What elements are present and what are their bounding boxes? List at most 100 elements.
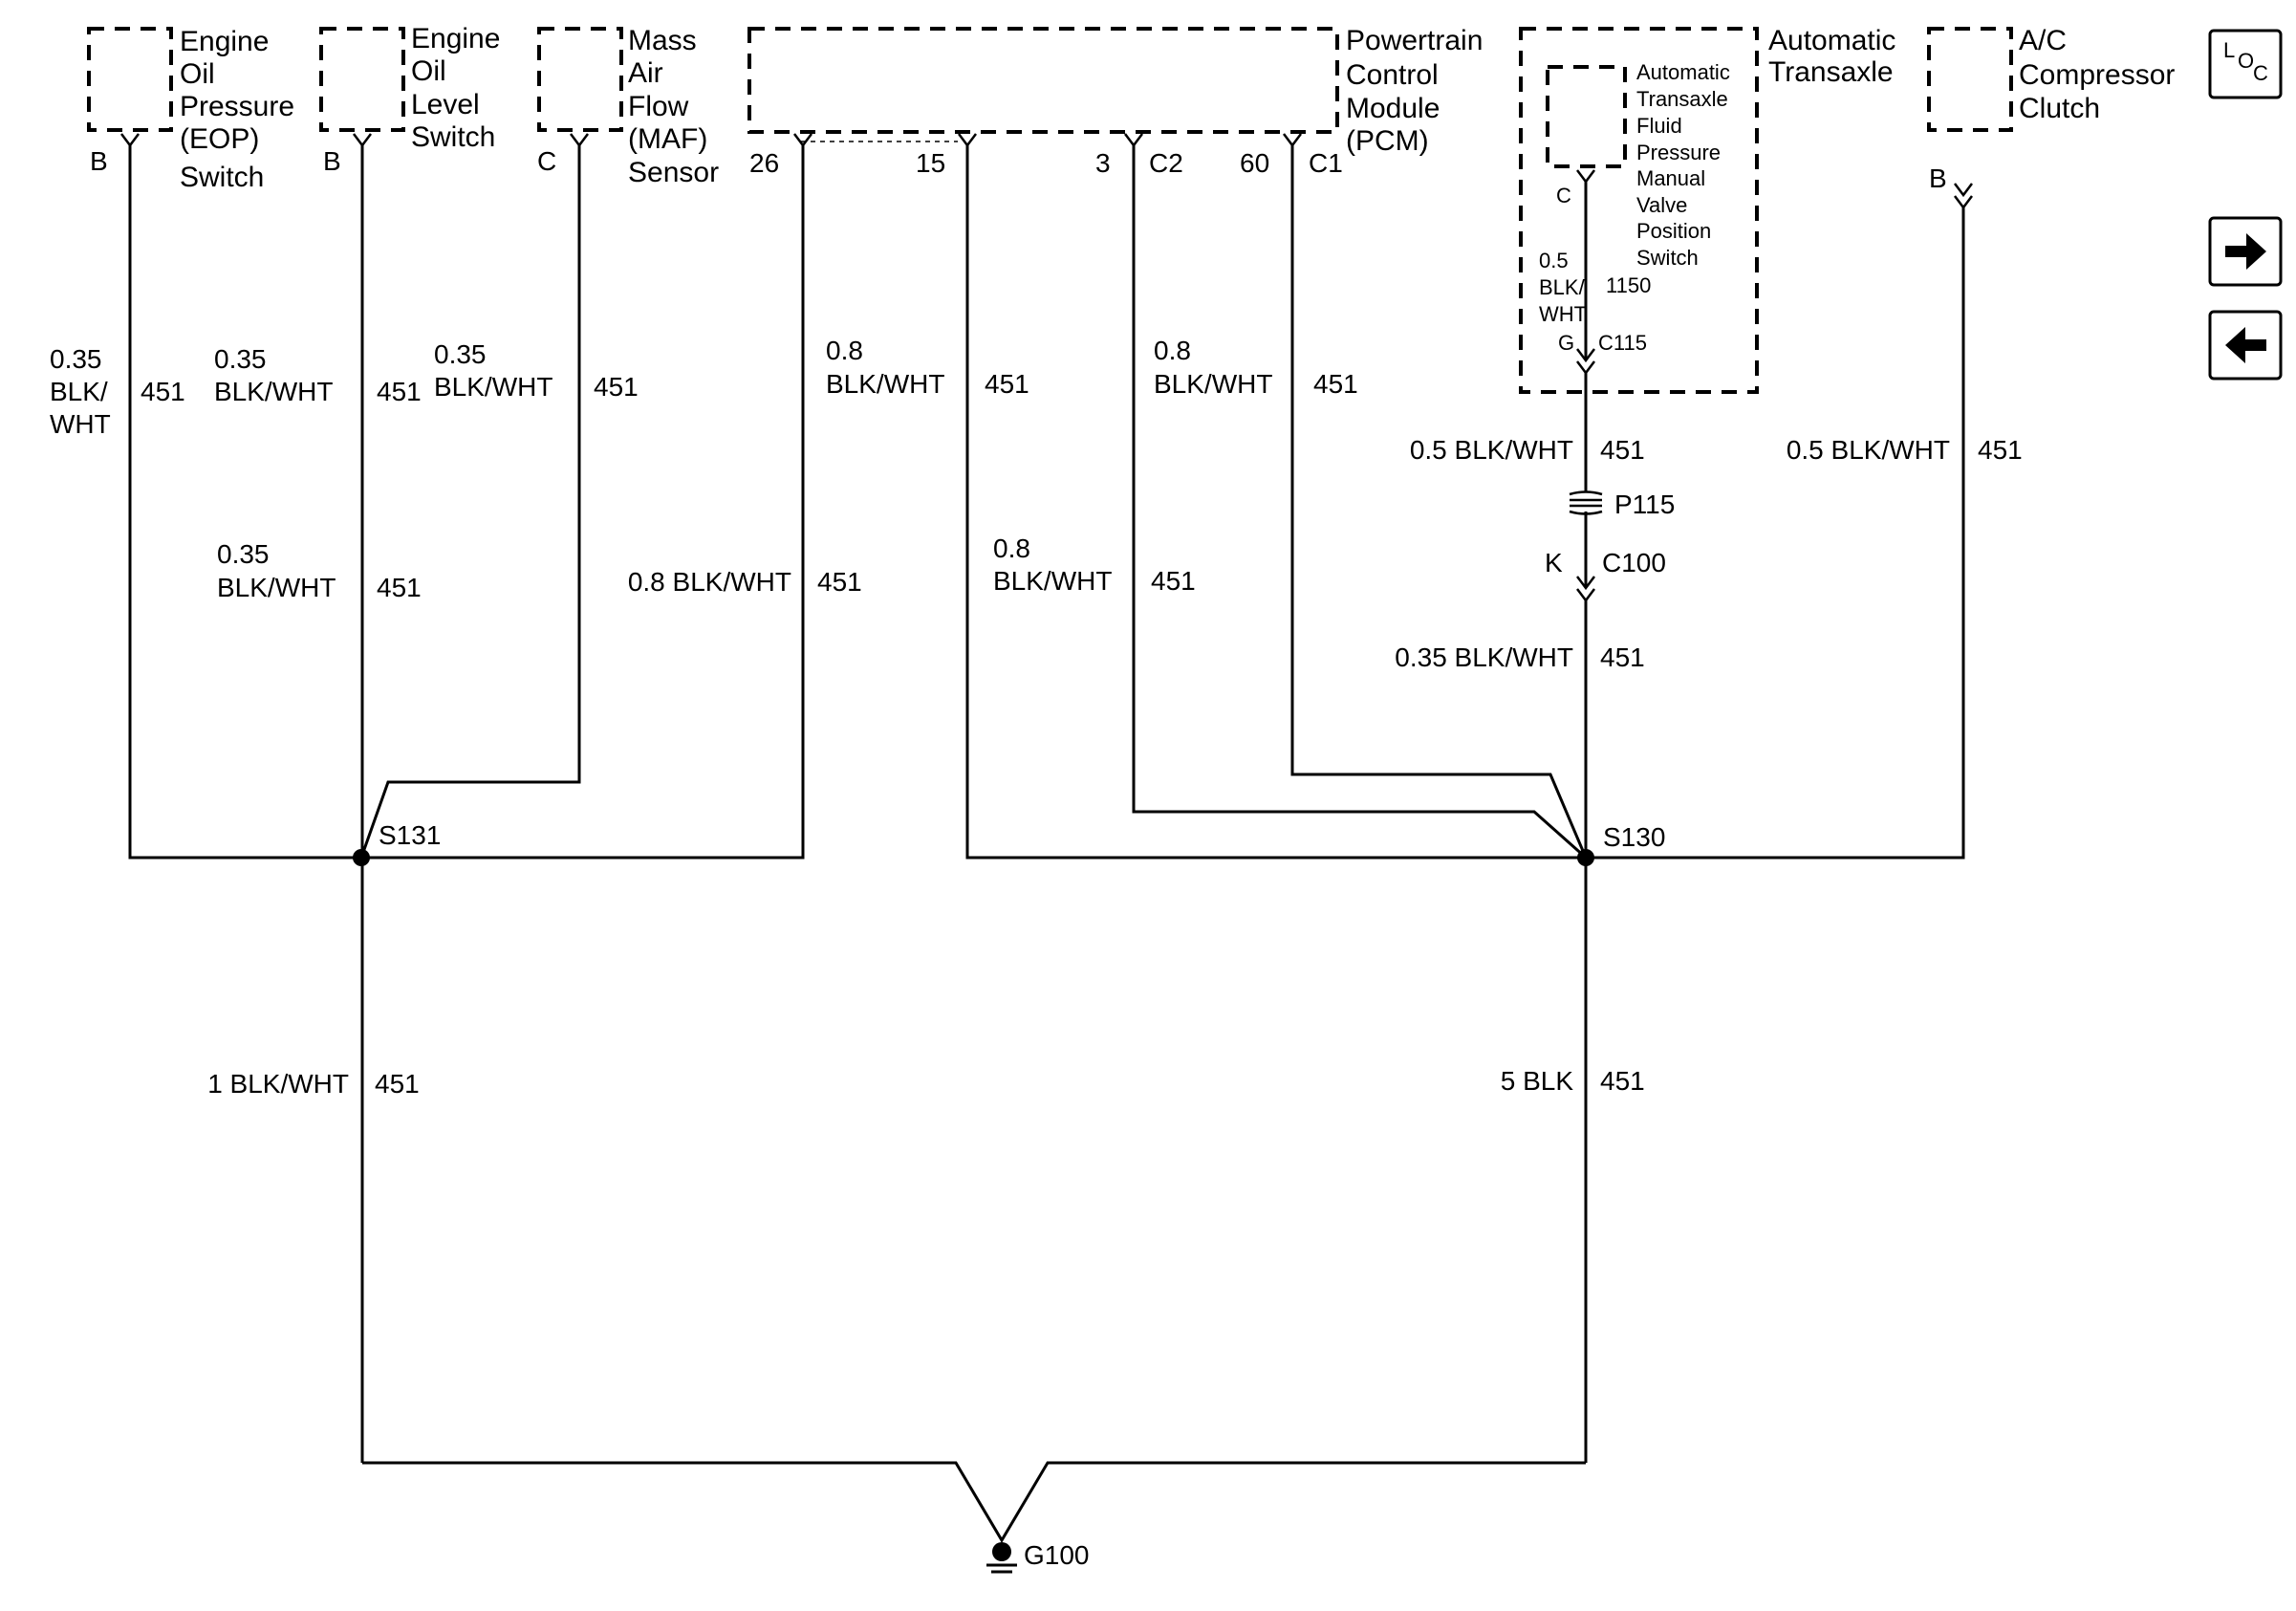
- eol-switch-box: [319, 27, 405, 132]
- wire-gauge-line: BLK/WHT: [1154, 369, 1272, 399]
- wire-gauge-line: WHT: [1539, 302, 1587, 326]
- c100-pin-label: K: [1545, 548, 1563, 577]
- ac-label-line: Clutch: [2019, 93, 2100, 124]
- pcm-label-line: Module: [1346, 93, 1440, 124]
- location-o-text: O: [2238, 49, 2254, 73]
- eop-wire-gauge: 0.35 BLK/ WHT: [50, 344, 115, 439]
- p115-inline-connector: P115: [1569, 490, 1675, 519]
- arrow-left-icon: [2225, 327, 2266, 363]
- pcm26-connector-symbol: [793, 133, 812, 148]
- at-output-wire-circuit: 451: [1600, 435, 1645, 465]
- eop-label-line: Switch: [180, 162, 264, 193]
- eop-pin-label: B: [90, 146, 108, 176]
- ac-clutch-wire: [1586, 207, 1965, 860]
- wire-gauge-line: 0.5: [1539, 249, 1569, 272]
- wire-gauge-line: WHT: [50, 409, 111, 439]
- c100-wire-circuit: 451: [1600, 642, 1645, 672]
- c100-connector-symbol: [1576, 588, 1595, 603]
- atfp-inner-wire-circuit: 1150: [1606, 273, 1651, 297]
- eop-wire: [128, 145, 361, 860]
- wire-gauge-line: BLK/: [50, 377, 108, 406]
- pcm-pin-60-label: 60: [1240, 148, 1269, 178]
- forward-button[interactable]: [2208, 216, 2283, 287]
- at-output-wire-gauge: 0.5 BLK/WHT: [1410, 435, 1573, 465]
- ac-label-line: A/C: [2019, 25, 2067, 56]
- location-c-text: C: [2253, 61, 2268, 85]
- wire-gauge-line: 0.8: [1154, 336, 1191, 365]
- pcm26-lower-wire-gauge: 0.8 BLK/WHT: [628, 567, 791, 597]
- connector-symbols: [120, 133, 1973, 603]
- eol-label-line: Oil: [411, 55, 446, 87]
- eop-switch: Engine Oil Pressure (EOP) Switch: [87, 26, 302, 193]
- maf-label-line: Mass: [628, 25, 697, 56]
- eol-upper-wire-circuit: 451: [377, 377, 422, 406]
- p115-symbol: [1569, 490, 1603, 515]
- wire-gauge-line: 0.35: [50, 344, 102, 374]
- location-button[interactable]: L O C: [2208, 29, 2283, 99]
- pcm26-wire: [361, 145, 805, 860]
- pcm60-wire: [1290, 145, 1588, 859]
- s130-label: S130: [1603, 822, 1665, 852]
- pcm-pin-15-label: 15: [916, 148, 945, 178]
- eol-switch: Engine Oil Level Switch: [319, 23, 500, 153]
- maf-wire-circuit: 451: [594, 372, 639, 402]
- pcm15-connector-symbol: [958, 133, 977, 148]
- pcm15-wire-circuit: 451: [1151, 566, 1196, 596]
- c115-pin-label: G: [1558, 331, 1574, 355]
- atfp-label-line: Automatic: [1636, 60, 1730, 84]
- s131-ground-wire-circuit: 451: [375, 1069, 420, 1099]
- pin-labels: B B C 26 15 3 C2 60 C1 C G C115 B K C100: [90, 146, 1947, 577]
- pcm26-lower-wire-circuit: 451: [817, 567, 862, 597]
- atfp-label-line: Manual: [1636, 166, 1705, 190]
- maf-label-line: Sensor: [628, 157, 719, 188]
- wire-gauge-line: BLK/WHT: [214, 377, 333, 406]
- atfp-label-line: Position: [1636, 219, 1711, 243]
- wire-gauge-line: BLK/WHT: [826, 369, 944, 399]
- s131-splice-dot: [353, 849, 370, 866]
- ac-connector-symbol: [1954, 183, 1973, 198]
- ac-compressor-clutch-label: A/C Compressor Clutch: [2019, 25, 2183, 124]
- wire-gauge-line: 0.35: [434, 339, 487, 369]
- eop-label-line: Pressure: [180, 91, 294, 122]
- pcm26-wire-gauge: 0.8 BLK/WHT: [826, 336, 944, 399]
- maf-wire: [359, 145, 581, 859]
- maf-pin-label: C: [537, 146, 556, 176]
- at-label-line: Transaxle: [1768, 56, 1894, 88]
- location-button-frame: [2208, 29, 2283, 99]
- pcm15-wire-gauge: 0.8 BLK/WHT: [993, 533, 1112, 596]
- atfp-switch-label: Automatic Transaxle Fluid Pressure Manua…: [1636, 60, 1736, 270]
- p115-label: P115: [1614, 490, 1675, 519]
- back-button[interactable]: [2208, 310, 2283, 381]
- maf-sensor: Mass Air Flow (MAF) Sensor: [537, 25, 719, 188]
- pcm60-connector-symbol: [1283, 133, 1302, 148]
- ground-bus-wire: [362, 1461, 1586, 1543]
- eol-wire-circuit: 451: [377, 573, 422, 602]
- eol-wire-gauge: 0.35 BLK/WHT: [217, 539, 336, 602]
- at-label-line: Automatic: [1768, 25, 1895, 56]
- eol-connector-symbol: [353, 133, 372, 148]
- ac-compressor-clutch-box: [1927, 27, 2013, 132]
- ground-symbol-icon: [992, 1542, 1011, 1561]
- pcm3-wire: [1132, 145, 1587, 860]
- maf-label-line: Air: [628, 57, 663, 89]
- wire-gauge-line: BLK/: [1539, 275, 1586, 299]
- atfp-switch-box: [1546, 65, 1627, 168]
- ac-wire-circuit: 451: [1978, 435, 2023, 465]
- c115-label: C115: [1598, 331, 1647, 355]
- eop-label-line: Engine: [180, 26, 269, 57]
- maf-label-line: Flow: [628, 91, 689, 122]
- c100-label: C100: [1602, 548, 1666, 577]
- ac-compressor-clutch: A/C Compressor Clutch: [1927, 25, 2183, 132]
- wire-gauge-line: BLK/WHT: [993, 566, 1112, 596]
- pcm-label-line: (PCM): [1346, 125, 1429, 157]
- eop-switch-label: Engine Oil Pressure (EOP) Switch: [180, 26, 302, 193]
- maf-wire-gauge: 0.35 BLK/WHT: [434, 339, 552, 402]
- atfp-connector-symbol: [1576, 169, 1595, 185]
- eop-switch-box: [87, 27, 173, 132]
- atfp-inner-wire-gauge: 0.5 BLK/ WHT: [1539, 249, 1591, 326]
- location-l-text: L: [2223, 38, 2235, 62]
